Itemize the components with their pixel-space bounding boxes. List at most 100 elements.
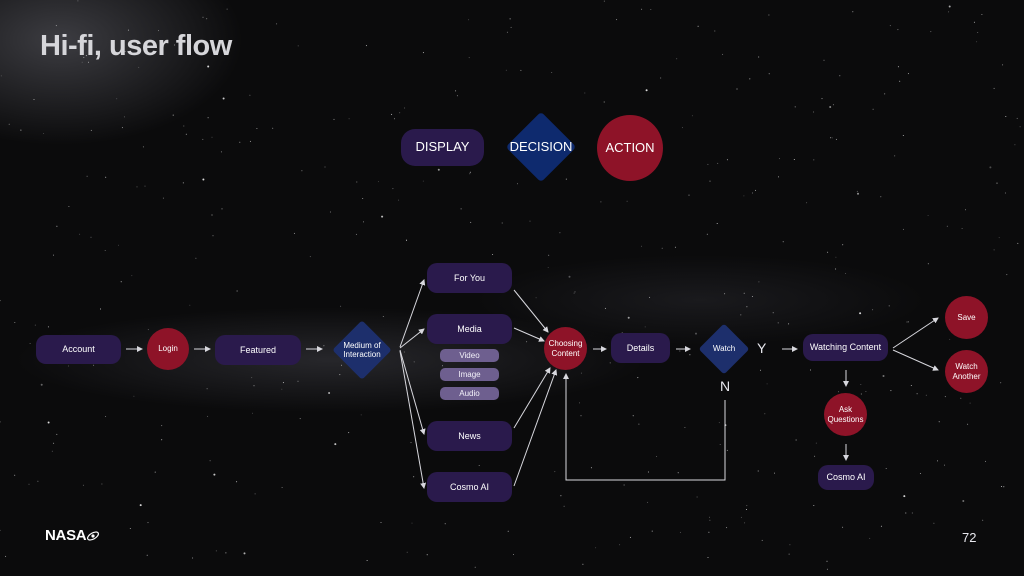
- star: [5, 555, 7, 557]
- star: [595, 547, 597, 549]
- node-account-label: Account: [62, 344, 95, 355]
- star: [1014, 144, 1016, 146]
- star: [869, 537, 871, 539]
- star: [976, 41, 978, 43]
- star: [381, 215, 384, 218]
- star: [468, 19, 470, 21]
- star: [33, 99, 35, 100]
- arrow-watching-save: [892, 317, 939, 349]
- star: [1019, 126, 1021, 128]
- star: [360, 414, 362, 416]
- node-watching-content: Watching Content: [803, 334, 888, 361]
- star: [623, 484, 625, 486]
- star: [20, 129, 22, 131]
- star: [697, 25, 699, 27]
- star: [778, 158, 780, 160]
- star: [131, 275, 133, 277]
- star: [1001, 486, 1003, 487]
- star: [410, 442, 412, 444]
- star: [362, 198, 364, 199]
- star: [147, 522, 149, 524]
- node-medium-of-interaction: Medium of Interaction: [328, 320, 396, 380]
- star: [206, 18, 208, 20]
- star: [309, 256, 311, 258]
- arrow-medium-foryou: [399, 279, 426, 348]
- star: [469, 173, 471, 175]
- star: [897, 29, 899, 31]
- star: [661, 247, 663, 249]
- star: [192, 557, 194, 559]
- star: [56, 225, 58, 227]
- star: [722, 53, 724, 55]
- node-cosmo-ai-label: Cosmo AI: [449, 481, 489, 492]
- star: [813, 159, 815, 161]
- star: [382, 316, 384, 317]
- star: [455, 90, 457, 92]
- star: [413, 361, 415, 363]
- star: [211, 136, 213, 138]
- star: [8, 123, 10, 125]
- star: [333, 118, 335, 120]
- star: [422, 52, 424, 54]
- star: [660, 77, 662, 79]
- star: [782, 241, 784, 243]
- star: [236, 481, 238, 483]
- star: [297, 45, 299, 47]
- star: [506, 31, 508, 33]
- star: [774, 472, 775, 474]
- star: [355, 233, 357, 235]
- star: [944, 464, 945, 466]
- arrow-cosmoai-choosing: [513, 369, 558, 487]
- node-account: Account: [36, 335, 121, 364]
- star: [281, 388, 283, 390]
- star: [565, 178, 567, 180]
- star: [53, 442, 55, 444]
- star: [656, 456, 658, 457]
- star: [965, 209, 966, 211]
- star: [220, 151, 222, 153]
- star: [600, 201, 602, 203]
- star: [689, 354, 691, 356]
- star: [56, 433, 58, 435]
- star: [857, 192, 859, 195]
- star: [580, 415, 582, 417]
- star: [79, 233, 81, 235]
- star: [813, 505, 815, 506]
- star: [202, 138, 204, 140]
- star: [239, 141, 241, 143]
- star: [404, 107, 406, 109]
- star: [736, 88, 738, 90]
- star: [392, 188, 394, 190]
- star: [706, 233, 708, 235]
- star: [746, 509, 747, 510]
- star: [406, 239, 407, 241]
- star: [757, 470, 759, 472]
- star: [907, 321, 909, 323]
- star: [651, 530, 653, 532]
- star: [1016, 117, 1018, 119]
- star: [520, 69, 522, 71]
- star: [348, 118, 350, 120]
- star: [826, 560, 828, 562]
- star: [839, 75, 841, 77]
- star: [548, 254, 550, 256]
- star: [0, 300, 1, 302]
- star: [272, 127, 274, 129]
- page-number: 72: [962, 530, 977, 545]
- star: [256, 128, 258, 129]
- star: [772, 312, 774, 314]
- star: [207, 65, 210, 68]
- legend-action-label: ACTION: [605, 139, 655, 155]
- star: [144, 185, 146, 187]
- star: [129, 528, 131, 529]
- star: [827, 251, 829, 253]
- star: [469, 171, 471, 173]
- star: [823, 59, 825, 61]
- star: [882, 375, 885, 377]
- star: [806, 202, 808, 204]
- star: [880, 196, 882, 198]
- star: [185, 133, 187, 135]
- star: [340, 305, 342, 307]
- node-cosmo-ai-2-label: Cosmo AI: [826, 472, 866, 483]
